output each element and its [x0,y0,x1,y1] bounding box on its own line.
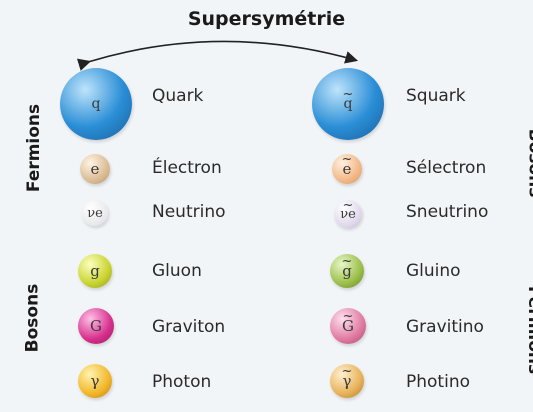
selectron-name: Sélectron [406,158,487,178]
photon-symbol: γ [90,371,100,390]
squark-name: Squark [406,86,466,106]
side-label-fermions-right: Fermions [524,285,533,375]
photino-ball: γ [330,364,364,398]
gluino-symbol: g [342,263,352,279]
electron-name: Électron [152,158,222,178]
gravitino-name: Gravitino [406,317,484,337]
graviton-ball: G [78,308,114,344]
side-label-fermions-left: Fermions [24,103,45,193]
quark-symbol: q [91,96,101,112]
graviton-symbol: G [90,316,102,335]
gluino-ball: g [330,254,364,288]
photino-symbol: γ [343,373,352,389]
side-label-bosons-left: Bosons [22,283,43,353]
photon-name: Photon [152,372,212,392]
selectron-ball: e [332,154,362,184]
electron-ball: e [80,154,110,184]
sneutrino-ball: νe [334,200,362,228]
photon-ball: γ [78,364,112,398]
quark-ball: q [60,68,132,140]
electron-symbol: e [90,159,100,178]
neutrino-symbol: νe [87,205,103,221]
gravitino-symbol: G [342,318,354,334]
squark-symbol: q [344,97,353,111]
selectron-symbol: e [343,161,352,177]
diagram-title: Supersymétrie [187,8,346,30]
side-label-bosons-right: Bosons [524,128,533,198]
neutrino-ball: νe [82,200,108,226]
supersymmetry-arrow [76,40,359,71]
sneutrino-symbol: νe [340,208,356,221]
neutrino-name: Neutrino [152,202,226,222]
gluon-ball: g [78,254,112,288]
sneutrino-name: Sneutrino [406,202,489,222]
gluon-symbol: g [90,261,100,280]
squark-ball: q [312,68,384,140]
quark-name: Quark [152,86,204,106]
gluon-name: Gluon [152,261,202,281]
gluino-name: Gluino [406,261,461,281]
graviton-name: Graviton [152,317,226,337]
gravitino-ball: G [330,308,366,344]
photino-name: Photino [406,372,470,392]
